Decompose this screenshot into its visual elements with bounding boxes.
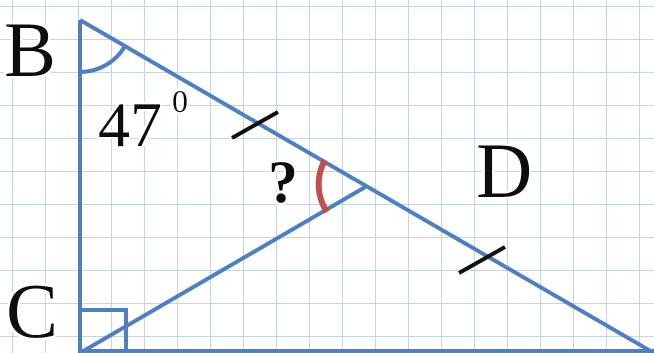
angle-arc-unknown (315, 158, 330, 214)
point-d-label: D (476, 127, 532, 214)
vertex-c-label: C (6, 267, 58, 353)
angle-b-value: 47 (98, 89, 162, 160)
angle-b-degree: 0 (172, 83, 188, 119)
angle-arc-b (79, 44, 127, 74)
right-angle-marker (80, 308, 128, 353)
tick-mark-bd (231, 110, 279, 140)
unknown-angle-label: ? (268, 149, 298, 215)
vertex-b-label: B (4, 6, 56, 93)
tick-mark-da (458, 245, 506, 275)
